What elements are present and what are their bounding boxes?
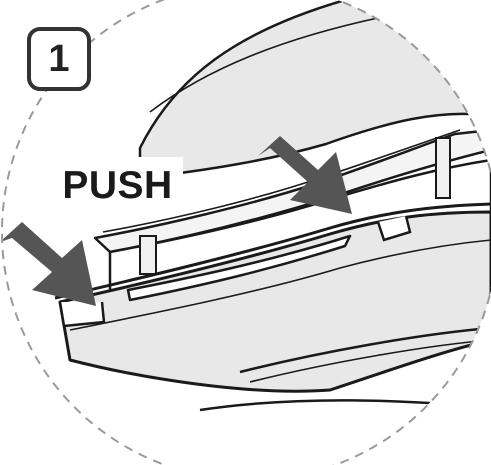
upper-panel bbox=[138, 0, 491, 180]
bottom-shelf-line bbox=[249, 339, 491, 383]
support-post bbox=[435, 137, 451, 199]
step-number-badge: 1 bbox=[27, 27, 91, 91]
lip-lower-line bbox=[69, 239, 491, 331]
push-arrow-left-icon bbox=[2, 222, 96, 306]
lip-ridge bbox=[54, 202, 491, 300]
push-label: PUSH bbox=[62, 163, 173, 207]
bottom-shelf-line bbox=[239, 326, 491, 374]
push-label-box: PUSH bbox=[52, 157, 183, 213]
step-number: 1 bbox=[48, 38, 70, 80]
back-rail bbox=[93, 128, 491, 254]
push-arrow-right-icon bbox=[258, 136, 352, 214]
support-post bbox=[139, 235, 157, 275]
groove-slot bbox=[126, 234, 352, 302]
bottom-shelf-line bbox=[199, 399, 491, 412]
zoom-lens-content bbox=[2, 0, 491, 412]
lip-notch-left bbox=[58, 301, 106, 328]
upper-panel-edge-line bbox=[149, 14, 393, 113]
lip-notch-right bbox=[376, 215, 412, 242]
